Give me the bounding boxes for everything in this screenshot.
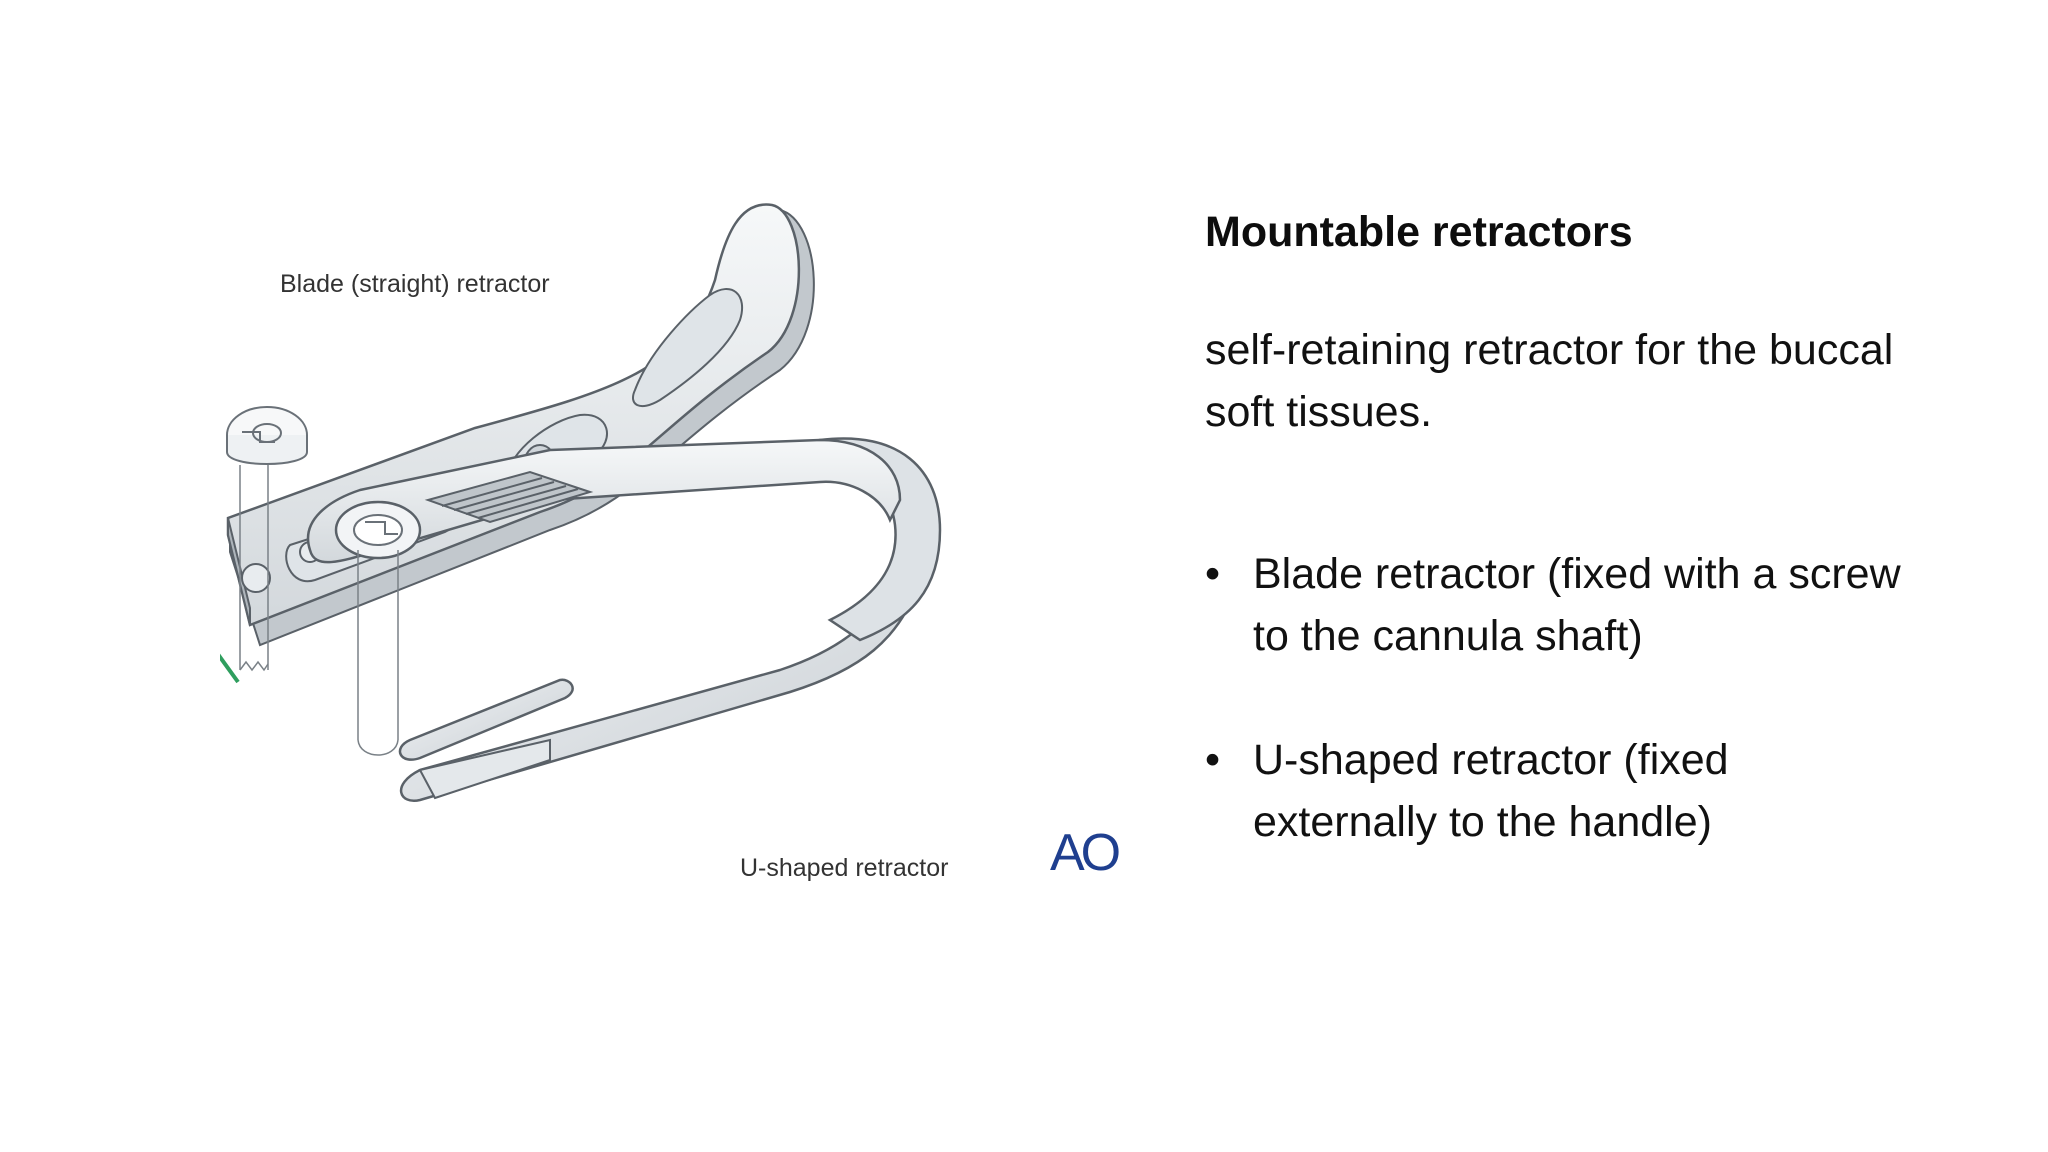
bullet-marker: • (1205, 736, 1221, 784)
u-shaped-retractor (306, 437, 942, 803)
bullet-list: • Blade retractor (fixed with a screw to… (1205, 543, 1905, 853)
bullet-item-blade: • Blade retractor (fixed with a screw to… (1205, 543, 1903, 667)
bullet-marker: • (1205, 550, 1221, 598)
text-panel: Mountable retractors self-retaining retr… (1205, 205, 1905, 915)
retractor-illustration: Blade (straight) retractor U-shaped retr… (220, 200, 1150, 900)
slide-description: self-retaining retractor for the buccal … (1205, 326, 1894, 436)
bullet-text: Blade retractor (fixed with a screw to t… (1253, 550, 1901, 660)
bullet-item-u-shaped: • U-shaped retractor (fixed externally t… (1205, 729, 1903, 853)
label-blade-retractor: Blade (straight) retractor (280, 270, 550, 298)
retractor-drawing: Blade (straight) retractor U-shaped retr… (220, 203, 1123, 882)
ao-logo: AO (1050, 824, 1119, 882)
bullet-text: U-shaped retractor (fixed externally to … (1253, 736, 1729, 846)
slide-heading: Mountable retractors (1205, 208, 1633, 256)
label-u-shaped-retractor: U-shaped retractor (740, 854, 948, 882)
